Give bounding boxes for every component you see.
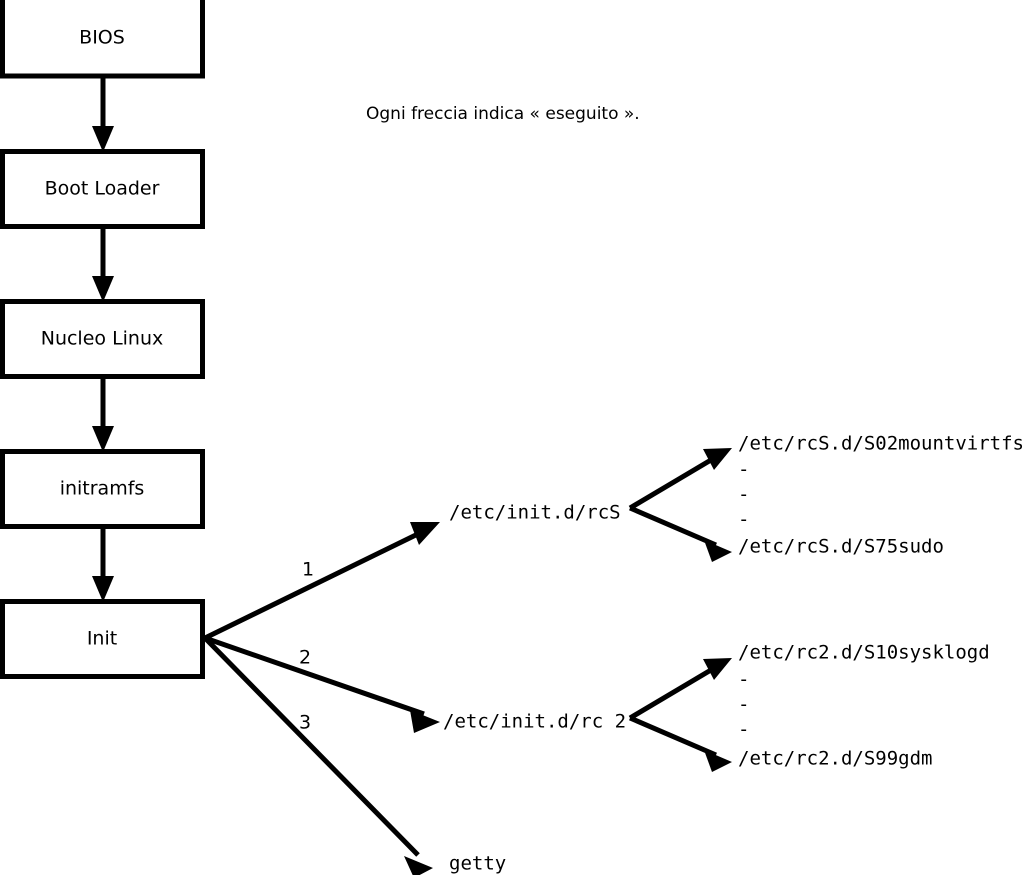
node-bios[interactable]: BIOS (0, 0, 205, 79)
node-rc2-label[interactable]: /etc/init.d/rc 2 (443, 711, 626, 733)
nucleo-linux-box[interactable] (0, 299, 205, 379)
branch-3-line (203, 636, 420, 857)
arrowhead-icon (404, 856, 433, 875)
node-getty-label[interactable]: getty (449, 853, 506, 875)
rc2-fanout (628, 658, 732, 772)
rcs-ellipsis-dash: - (738, 459, 749, 481)
branch-2-line (204, 635, 425, 717)
arrowhead-icon (92, 576, 114, 602)
arrowhead-icon (92, 426, 114, 452)
rc2-ellipsis-dash: - (738, 719, 749, 741)
boot-loader-label: Boot Loader (45, 178, 160, 200)
initramfs-label: initramfs (60, 478, 145, 500)
node-rcs-label[interactable]: /etc/init.d/rcS (449, 502, 621, 524)
bios-box[interactable] (0, 0, 205, 79)
initramfs-box[interactable] (0, 449, 205, 529)
connector-bios-to-bootloader (92, 76, 114, 152)
node-initramfs[interactable]: initramfs (0, 449, 205, 529)
node-init[interactable]: Init (0, 599, 205, 679)
rc2-child-last-label: /etc/rc2.d/S99gdm (738, 748, 932, 770)
branch-number-1: 1 (302, 559, 314, 581)
arrowhead-icon (410, 522, 440, 545)
arrowhead-icon (704, 540, 732, 562)
branch-number-2: 2 (299, 647, 311, 669)
rcs-fanout (628, 448, 732, 562)
init-label: Init (87, 628, 117, 650)
bios-label: BIOS (79, 27, 125, 49)
boot-loader-box[interactable] (0, 149, 205, 229)
connector-initramfs-to-init (92, 526, 114, 602)
rcs-child-last-label: /etc/rcS.d/S75sudo (738, 536, 944, 558)
branch-1-arrow (203, 522, 440, 641)
rcs-ellipsis-dash: - (738, 484, 749, 506)
rcs-child-first-label: /etc/rcS.d/S02mountvirtfs (738, 433, 1024, 455)
rcs-fanout-top-line (628, 454, 718, 511)
connector-kernel-to-initramfs (92, 376, 114, 452)
rcs-ellipsis-dash: - (738, 509, 749, 531)
rc2-ellipsis-dash: - (738, 694, 749, 716)
rc2-fanout-top-line (628, 664, 718, 721)
rc2-fanout-bottom-line (629, 715, 717, 758)
rc2-ellipsis-dash: - (738, 669, 749, 691)
arrowhead-icon (410, 710, 440, 733)
arrowhead-icon (92, 276, 114, 302)
rcs-fanout-bottom-line (629, 505, 717, 548)
init-box[interactable] (0, 599, 205, 679)
nucleo-linux-label: Nucleo Linux (41, 328, 164, 350)
arrowhead-icon (703, 448, 732, 470)
branch-3-arrow (203, 636, 433, 875)
node-boot-loader[interactable]: Boot Loader (0, 149, 205, 229)
branch-number-3: 3 (299, 712, 311, 734)
arrowhead-icon (704, 750, 732, 772)
arrowhead-icon (92, 126, 114, 152)
branch-2-arrow (204, 635, 440, 733)
arrowhead-icon (703, 658, 732, 680)
node-nucleo-linux[interactable]: Nucleo Linux (0, 299, 205, 379)
branch-1-line (203, 528, 426, 641)
connector-bootloader-to-kernel (92, 226, 114, 302)
rc2-child-first-label: /etc/rc2.d/S10sysklogd (738, 642, 990, 664)
caption-text: Ogni freccia indica « eseguito ». (366, 104, 640, 124)
